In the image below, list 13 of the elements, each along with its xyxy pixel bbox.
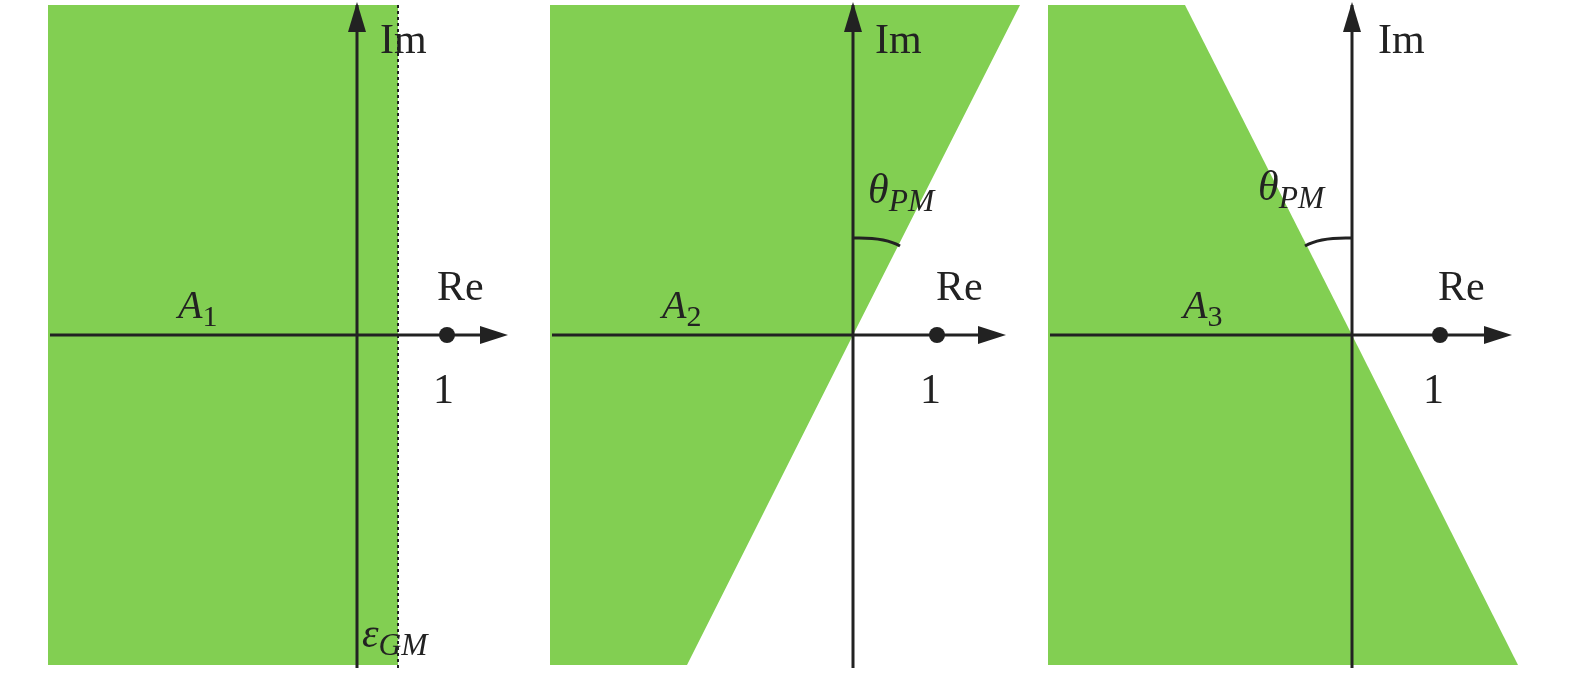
axis-label: 1 [1423,368,1444,410]
axis-label: Re [936,265,983,307]
axis-label: Re [1438,265,1485,307]
axis-label: Im [875,18,922,60]
axis-label: Im [1378,18,1425,60]
shaded-region [1048,5,1518,665]
shaded-region [550,5,1020,665]
region-label: A$_{2}$ [662,285,702,325]
region-label: A$_{3}$ [1183,285,1223,325]
axis-label: Re [437,265,484,307]
axis-label: 1 [433,368,454,410]
region-label: A$_{1}$ [178,285,218,325]
axis-label: 1 [920,368,941,410]
